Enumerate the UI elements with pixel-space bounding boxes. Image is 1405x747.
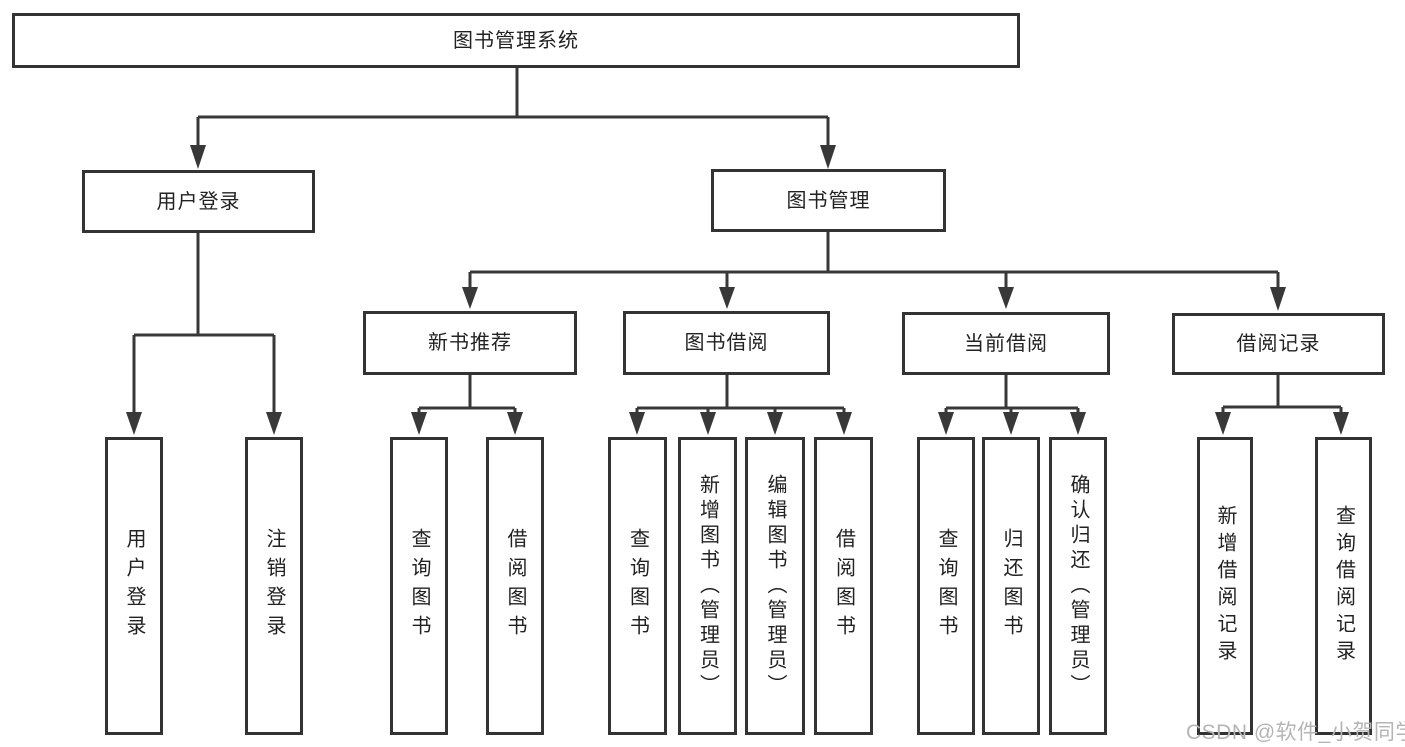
node-new-book-recommend: 新书推荐 xyxy=(363,311,577,375)
leaf-cb-return-book: 归还图书 xyxy=(982,437,1040,735)
leaf-cb-query-book: 查询图书 xyxy=(917,437,975,735)
connector-current-borrow-children xyxy=(938,375,1086,435)
node-book-borrow: 图书借阅 xyxy=(623,311,830,375)
connector-borrow-record-children xyxy=(1215,375,1349,435)
connector-book-mgmt-children xyxy=(462,232,1286,311)
connector-root-to-level1 xyxy=(190,68,836,169)
node-root: 图书管理系统 xyxy=(12,13,1020,68)
leaf-user-login: 用户登录 xyxy=(105,437,163,735)
connector-user-login-children xyxy=(126,233,282,435)
leaf-bb-add-book-admin: 新增图书（管理员） xyxy=(678,437,737,735)
leaf-logout: 注销登录 xyxy=(245,437,303,735)
node-book-mgmt: 图书管理 xyxy=(711,169,946,232)
node-user-login: 用户登录 xyxy=(82,170,315,233)
leaf-bb-query-book: 查询图书 xyxy=(608,437,667,735)
leaf-nbr-query-book: 查询图书 xyxy=(390,437,448,735)
watermark: CSDN @软件_小贺同学 xyxy=(1186,721,1405,744)
leaf-br-query-record: 查询借阅记录 xyxy=(1315,437,1372,735)
leaf-br-add-record: 新增借阅记录 xyxy=(1197,437,1253,735)
connector-new-book-rec-children xyxy=(411,375,523,435)
leaf-bb-borrow-book: 借阅图书 xyxy=(814,437,873,735)
node-borrow-record: 借阅记录 xyxy=(1172,313,1385,375)
node-current-borrow: 当前借阅 xyxy=(902,312,1110,375)
leaf-bb-edit-book-admin: 编辑图书（管理员） xyxy=(745,437,805,735)
connector-book-borrow-children xyxy=(629,375,852,435)
leaf-cb-confirm-return-admin: 确认归还（管理员） xyxy=(1049,437,1107,735)
leaf-nbr-borrow-book: 借阅图书 xyxy=(486,437,544,735)
